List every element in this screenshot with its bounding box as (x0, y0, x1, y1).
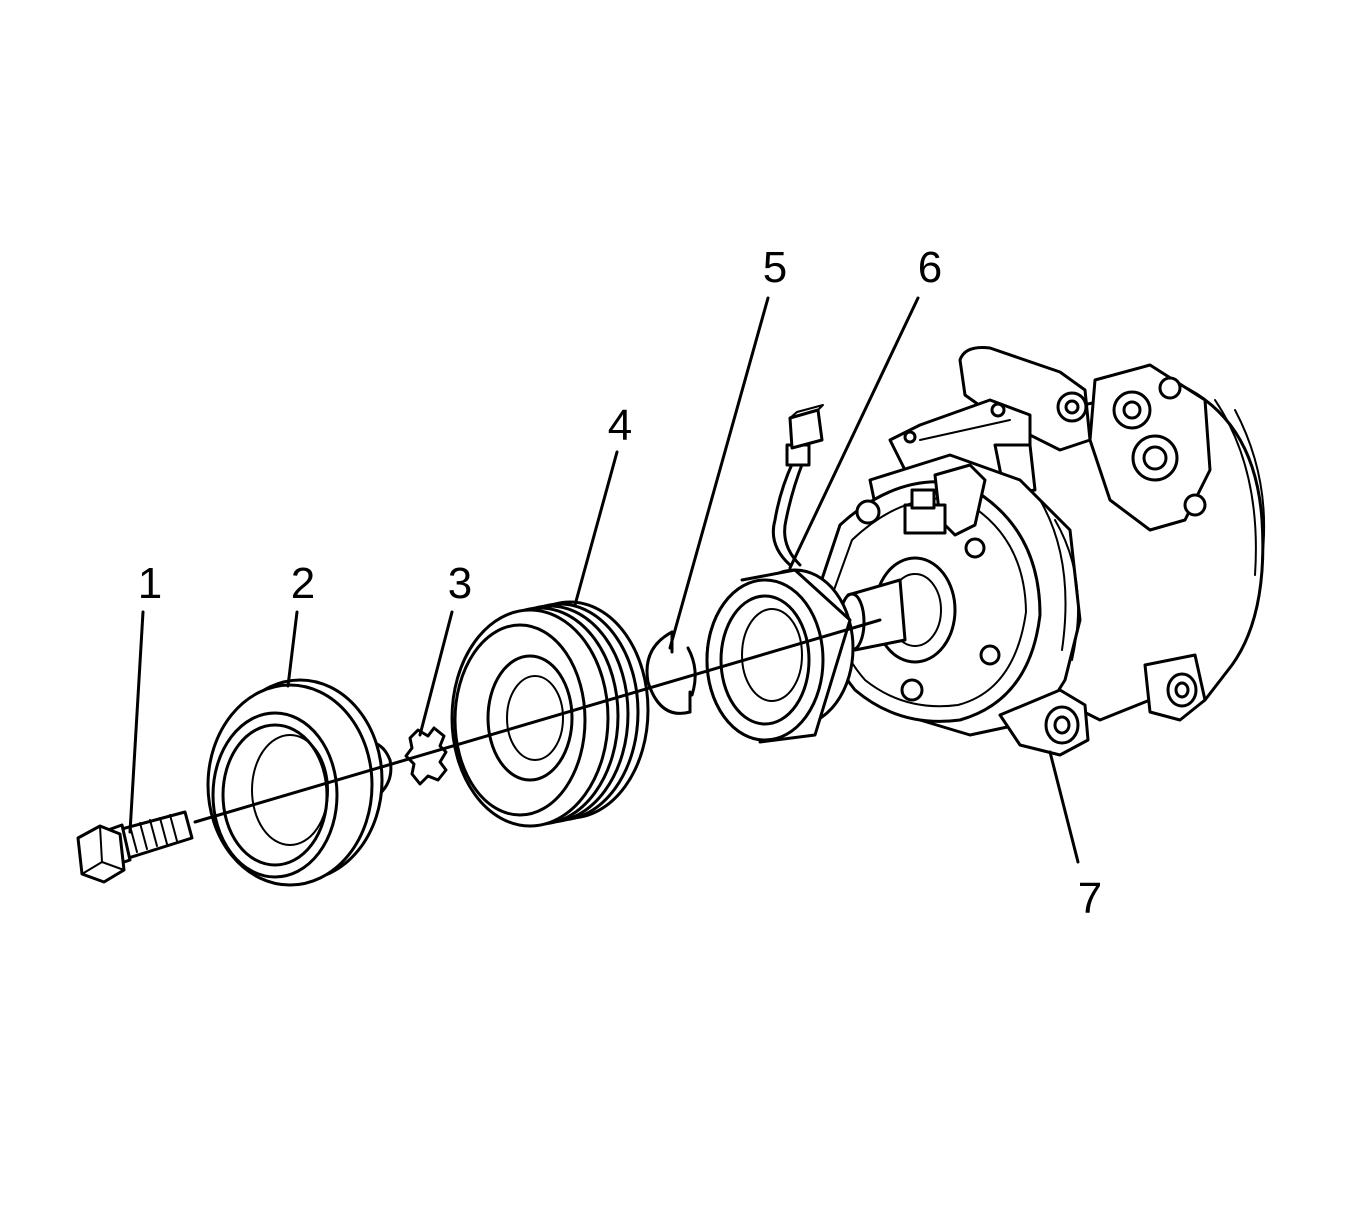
leader-lines (128, 296, 1080, 864)
assembly-axis-line (193, 618, 882, 824)
callout-2: 2 (291, 559, 315, 608)
clutch-pulley (450, 600, 650, 828)
leader-line-5 (668, 296, 770, 650)
clutch-shim (404, 726, 448, 786)
callout-7: 7 (1078, 874, 1102, 923)
leader-line-2 (286, 610, 299, 688)
callout-4: 4 (608, 401, 632, 450)
leader-line-1 (128, 610, 145, 834)
compressor-body (817, 346, 1266, 757)
callout-1: 1 (138, 559, 162, 608)
callout-3: 3 (448, 559, 472, 608)
clutch-bolt (76, 810, 194, 884)
leader-line-6 (788, 296, 920, 570)
leader-line-4 (573, 450, 619, 607)
callout-6: 6 (918, 243, 942, 292)
clutch-driven-plate (206, 678, 393, 887)
leader-line-3 (418, 610, 454, 737)
clutch-field-coil (705, 404, 855, 744)
callouts: 1 2 3 4 5 6 7 (138, 243, 1102, 923)
leader-line-7 (1048, 750, 1080, 864)
callout-5: 5 (763, 243, 787, 292)
